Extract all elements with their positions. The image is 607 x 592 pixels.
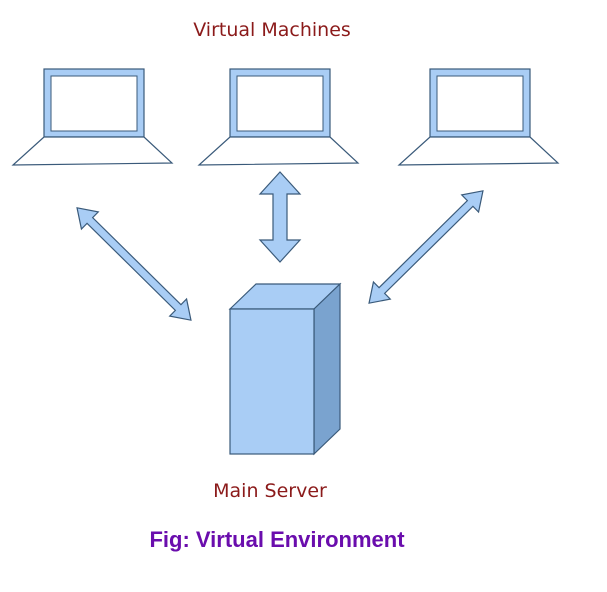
center-double-arrow-icon	[258, 171, 302, 263]
server-label: Main Server	[213, 480, 327, 502]
figure-caption: Fig: Virtual Environment	[149, 527, 405, 552]
main-server-icon	[228, 282, 342, 456]
right-double-arrow-icon	[368, 190, 484, 304]
vm-center-laptop-icon	[197, 68, 360, 166]
vm-right-laptop-icon	[397, 68, 560, 166]
left-double-arrow-icon	[76, 207, 192, 321]
vm-left-laptop-icon	[11, 68, 174, 166]
vm-group-label: Virtual Machines	[193, 19, 351, 41]
